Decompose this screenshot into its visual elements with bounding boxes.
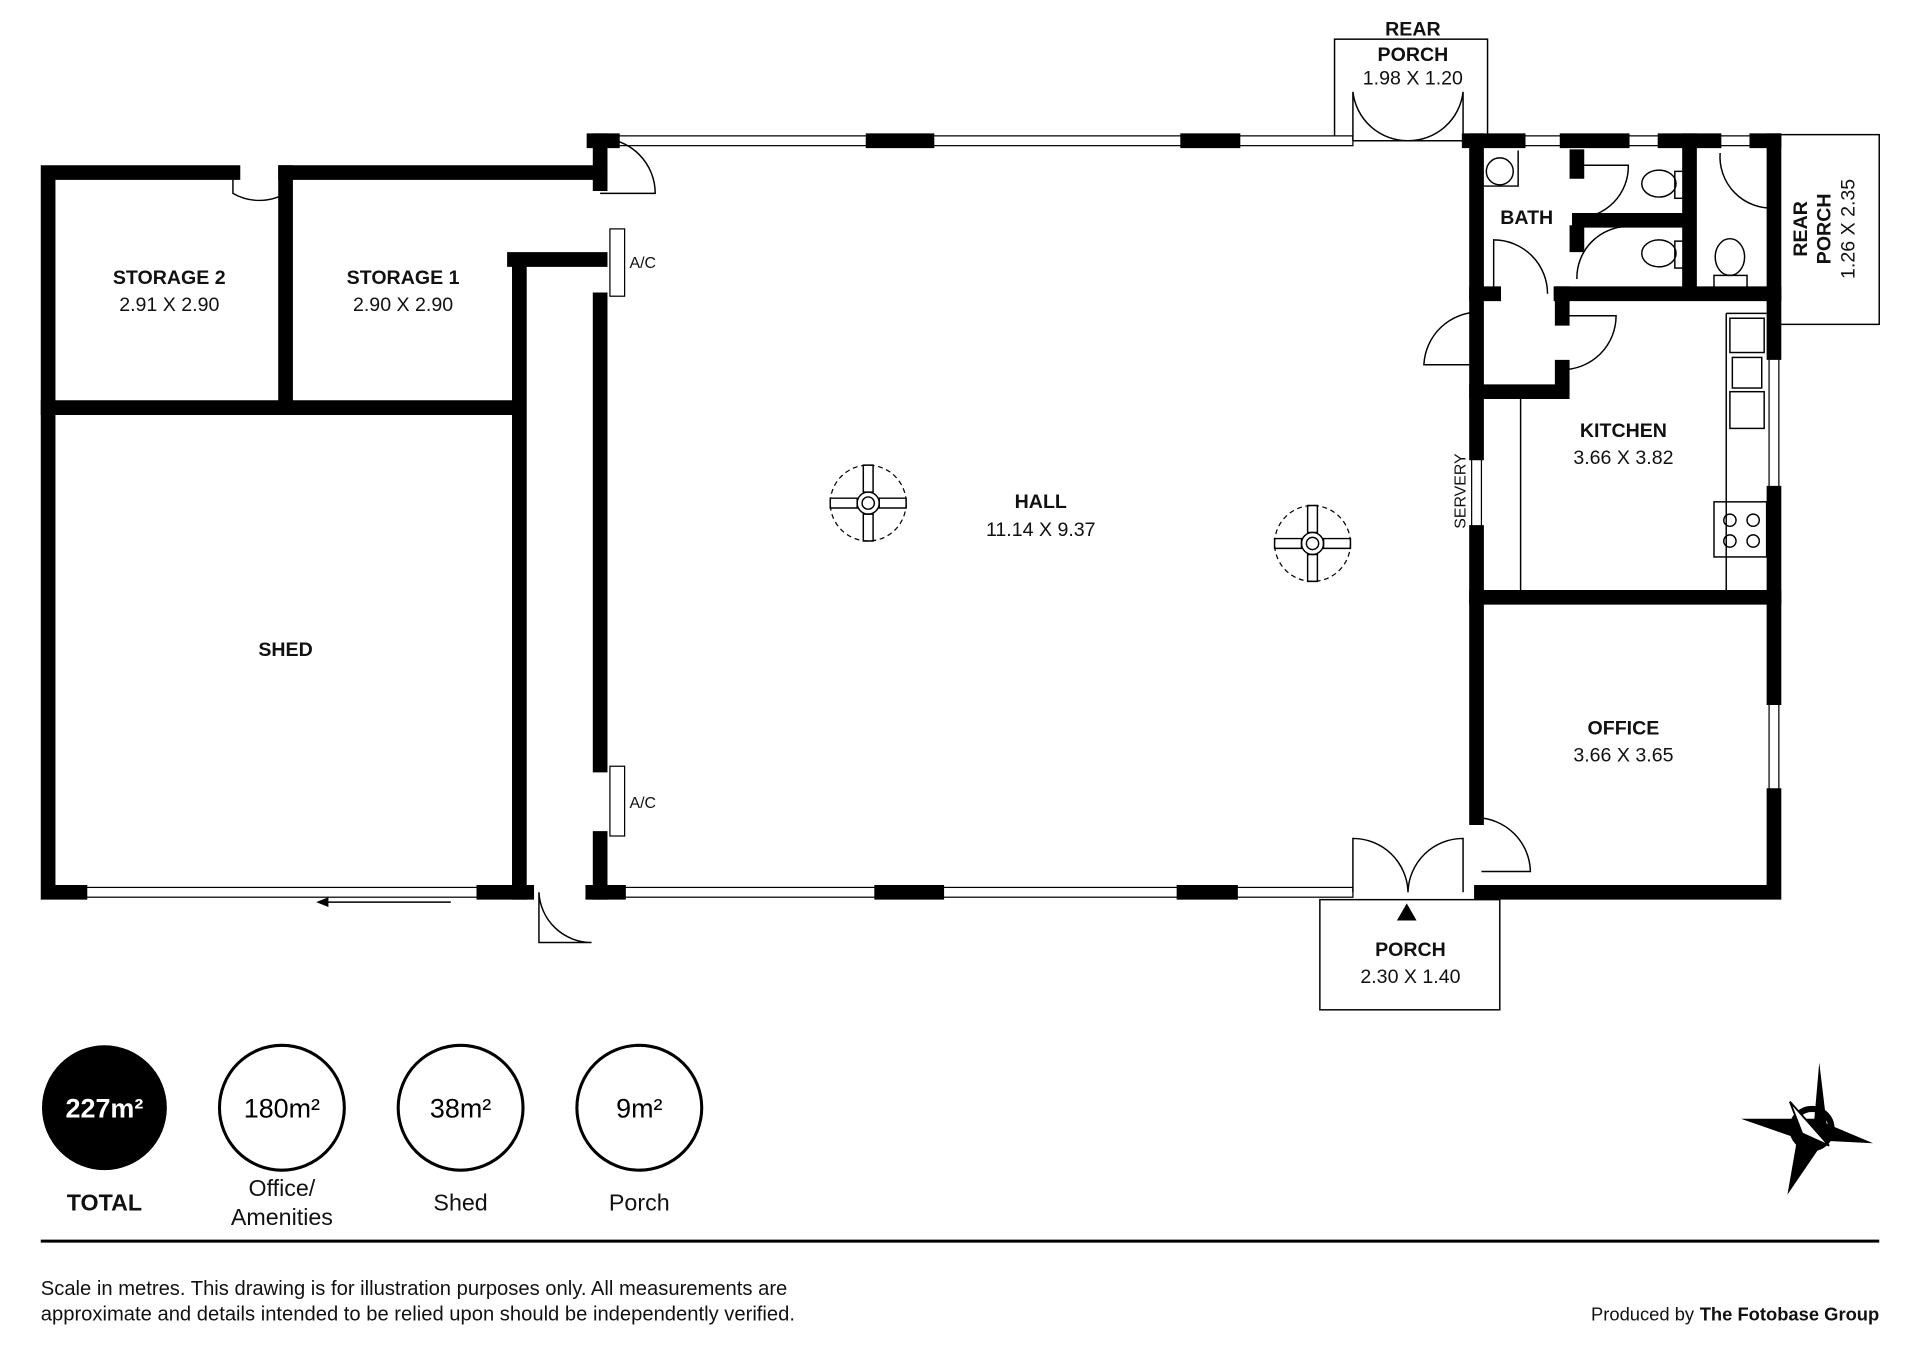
disclaimer-line-1: Scale in metres. This drawing is for ill… [41,1278,788,1300]
porch-outlines [1319,38,1880,1011]
room-name-porch: PORCH [1375,939,1446,961]
walls [40,133,1782,900]
doors [232,91,1775,944]
room-dims-office: 3.66 X 3.65 [1573,744,1673,766]
compass-icon [1740,1062,1874,1195]
disclaimer-line-2: approximate and details intended to be r… [41,1304,795,1326]
room-name-rear-porch-side-2: PORCH [1813,194,1835,265]
room-dims-porch: 2.30 X 1.40 [1360,966,1460,988]
ac-label: A/C [630,795,657,812]
fixtures [316,150,1768,921]
room-dims-hall: 11.14 X 9.37 [986,519,1096,541]
company-name: The Fotobase Group [1700,1304,1880,1325]
room-name-office: OFFICE [1588,717,1660,739]
office-area: 180m² [244,1094,320,1124]
producer-credit: Produced by The Fotobase Group [1591,1304,1879,1326]
ceiling-fan-icon [1273,504,1352,583]
office-label-2: Amenities [231,1204,333,1230]
shed-area: 38m² [430,1094,491,1124]
room-name-rear-porch-top-2: PORCH [1378,44,1449,66]
windows [79,135,1780,898]
room-name-bath: BATH [1500,207,1553,229]
room-dims-kitchen: 3.66 X 3.82 [1573,447,1673,469]
servery-label: SERVERY [1453,453,1470,529]
produced-by-label: Produced by [1591,1304,1695,1325]
room-name-rear-porch-top: REAR [1385,18,1440,40]
room-name-storage-2: STORAGE 2 [113,267,226,289]
total-label: TOTAL [67,1190,142,1216]
entry-arrow-icon [1396,903,1417,921]
ceiling-fan-icon [829,464,907,542]
ac-label: A/C [630,255,657,272]
total-area: 227m² [66,1094,144,1124]
room-dims-storage-1: 2.90 X 2.90 [353,294,453,316]
room-name-rear-porch-side: REAR [1790,201,1812,256]
room-dims-storage-2: 2.91 X 2.90 [119,294,219,316]
shed-label: Shed [433,1190,487,1216]
porch-label: Porch [609,1190,670,1216]
room-name-storage-1: STORAGE 1 [347,267,460,289]
room-dims-rear-porch-top: 1.98 X 1.20 [1363,67,1463,89]
room-name-hall: HALL [1015,491,1067,513]
room-name-kitchen: KITCHEN [1580,420,1667,442]
office-label: Office/ [249,1175,316,1201]
porch-area: 9m² [616,1094,662,1124]
area-summary: 227m² TOTAL 180m² Office/ Amenities 38m²… [41,1043,704,1230]
room-name-shed: SHED [258,639,312,661]
room-dims-rear-porch-side: 1.26 X 2.35 [1838,179,1860,279]
